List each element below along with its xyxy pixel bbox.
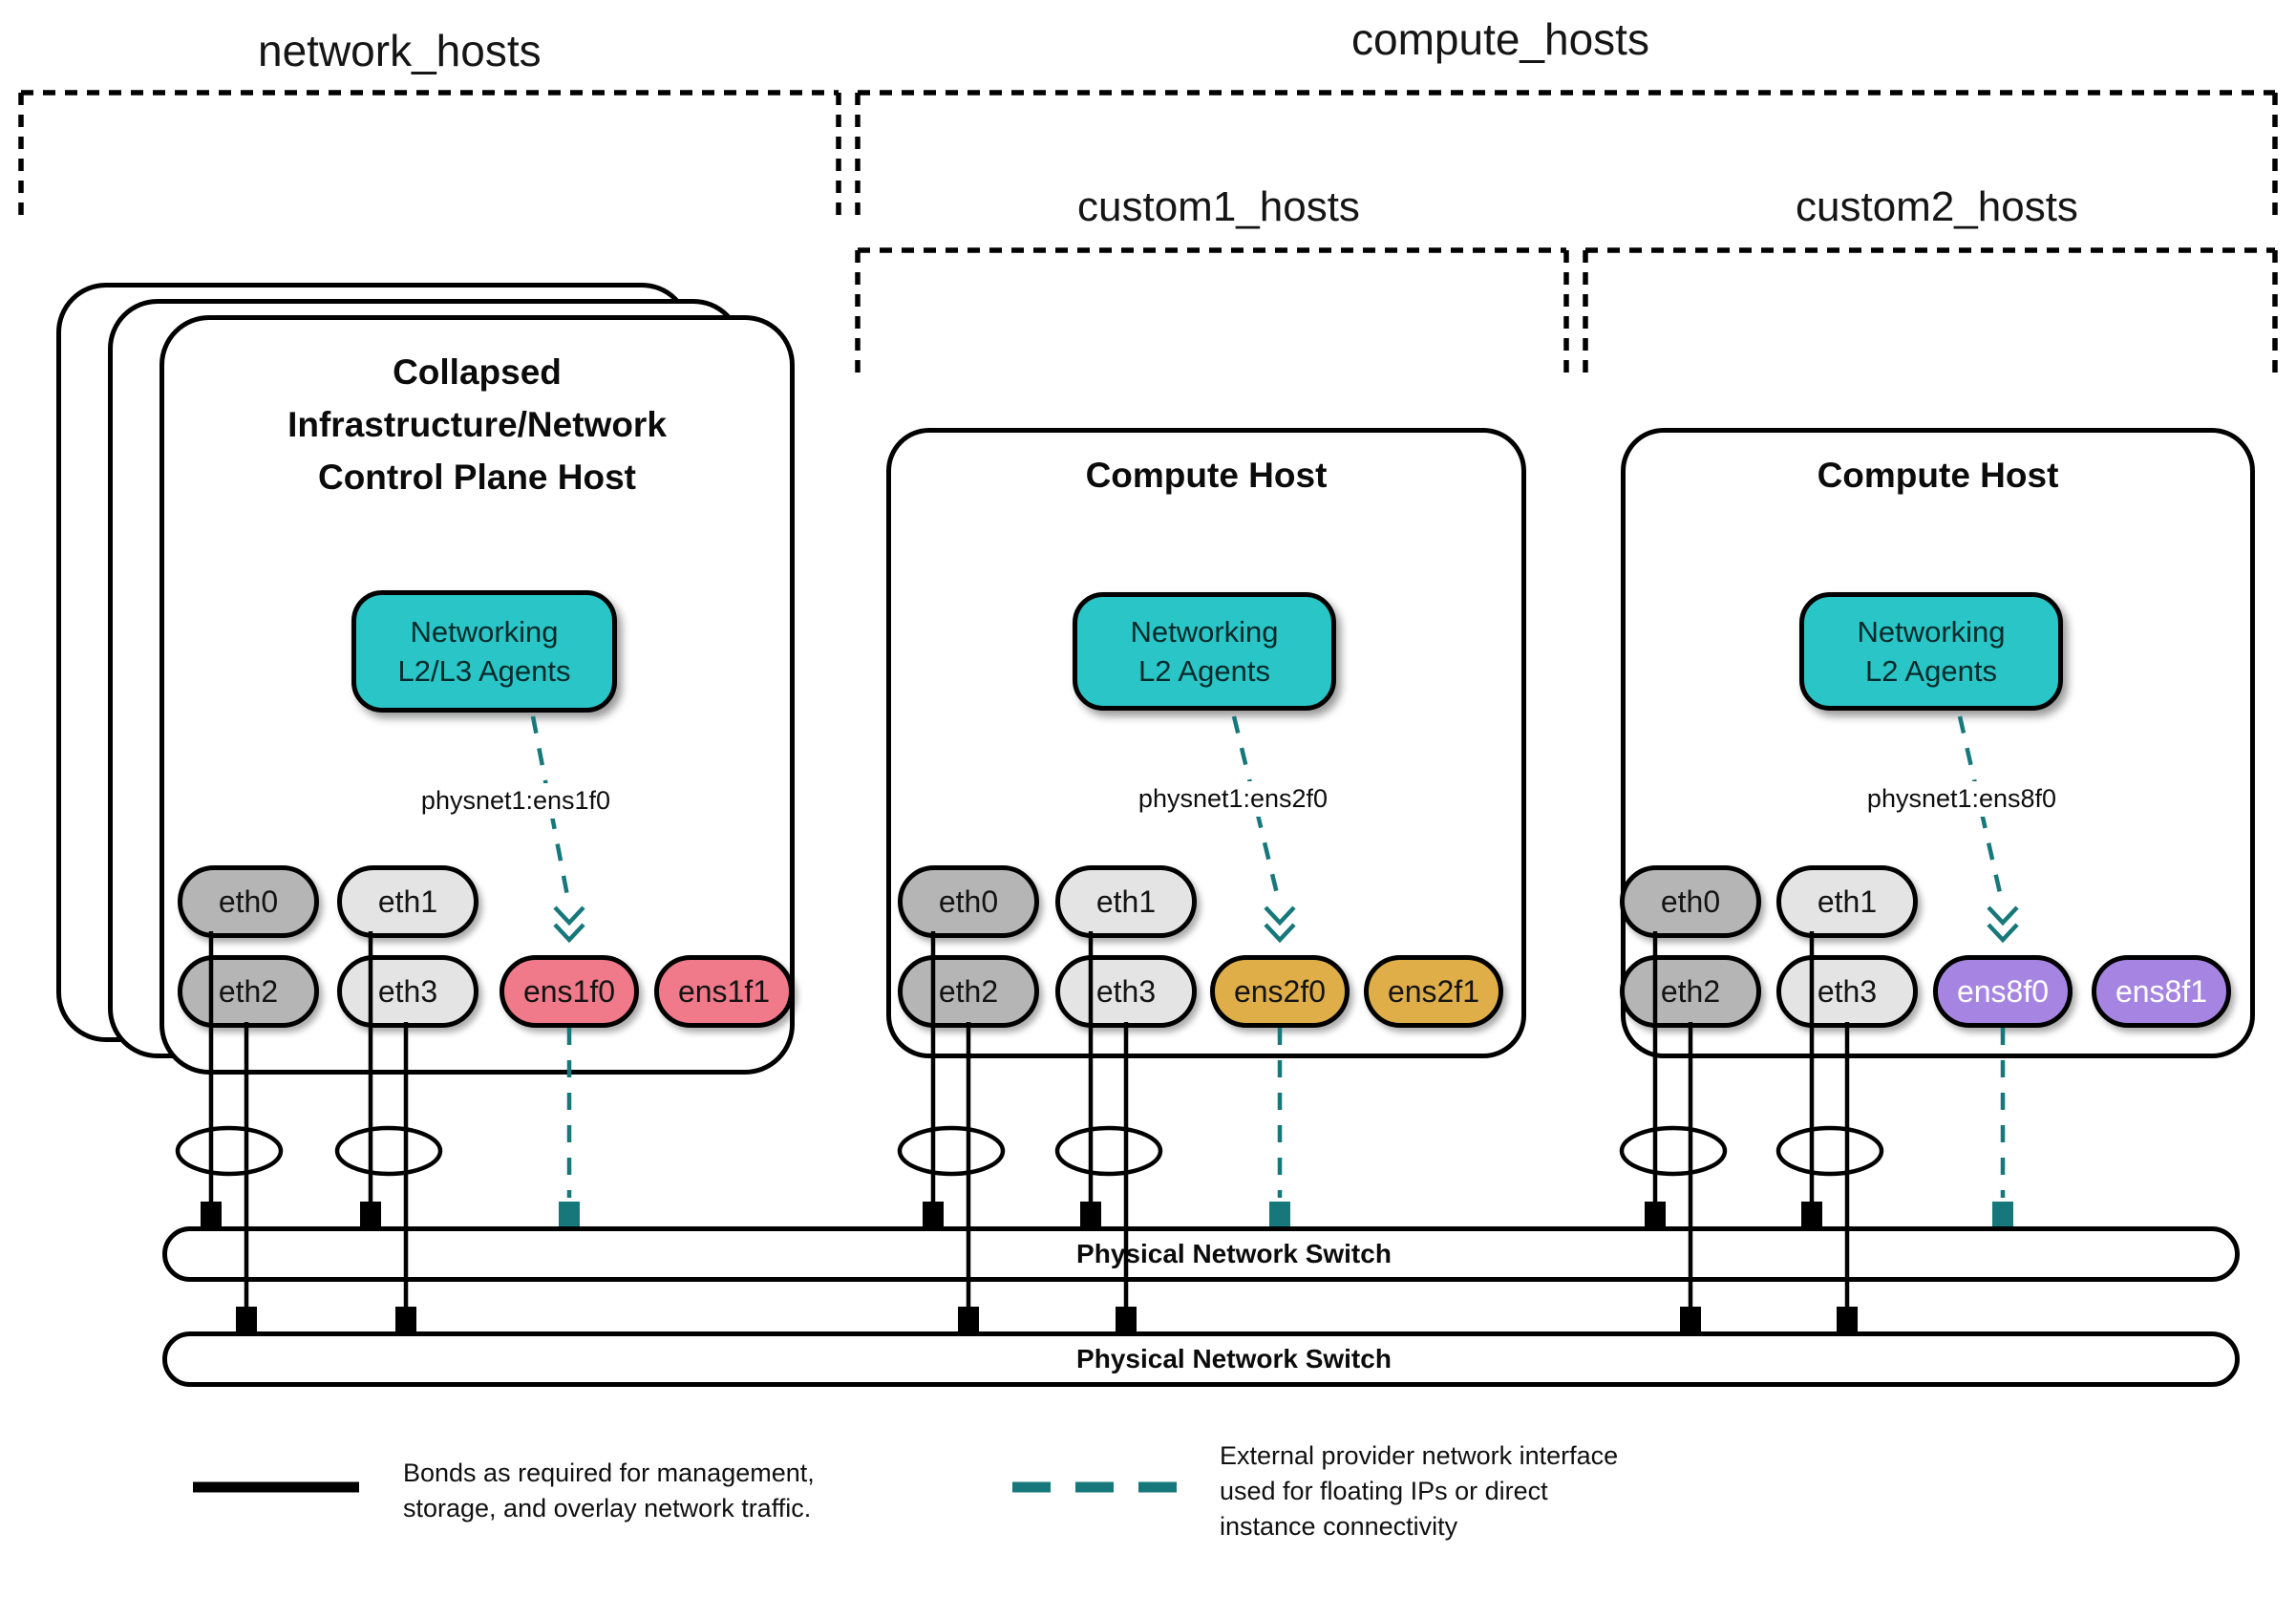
compute1-nic-eth2: eth2 <box>898 955 1039 1028</box>
bond-ellipse <box>897 1125 1006 1177</box>
switch1-connector <box>1801 1202 1822 1226</box>
physical-switch1-label: Physical Network Switch <box>1076 1239 1392 1268</box>
compute2-nic-ens8f0: ens8f0 <box>1933 955 2073 1028</box>
compute2-nic-eth0: eth0 <box>1620 865 1761 938</box>
control-nic-eth0: eth0 <box>178 865 319 938</box>
compute1-nic-ens2f1: ens2f1 <box>1364 955 1503 1028</box>
bond-ellipse <box>334 1125 443 1177</box>
legend-provider-line1: External provider network interface <box>1220 1441 1619 1470</box>
compute2-physnet-label: physnet1:ens8f0 <box>1804 781 2119 817</box>
bond-ellipse <box>1054 1125 1163 1177</box>
compute-host1-title: Compute Host <box>1085 456 1328 495</box>
physical-switch2-label: Physical Network Switch <box>1076 1344 1392 1373</box>
switch2-connector <box>1680 1307 1701 1331</box>
switch2-connector <box>395 1307 416 1331</box>
control-nic-eth1: eth1 <box>337 865 478 938</box>
switch1-provider-connector <box>1992 1202 2013 1226</box>
agent-line2: L2 Agents <box>1138 654 1270 688</box>
network-hosts-bracket <box>18 90 841 218</box>
control-host-title-line1: Collapsed <box>393 352 562 392</box>
legend-bond-line1: Bonds as required for management, <box>403 1459 815 1487</box>
compute-host1-box <box>886 428 1526 1058</box>
compute-host2-box <box>1621 428 2255 1058</box>
compute2-nic-eth1: eth1 <box>1776 865 1918 938</box>
compute-host1-networking-agents-box: Networking L2 Agents <box>1073 592 1336 711</box>
switch2-connector <box>958 1307 979 1331</box>
agent-line2: L2/L3 Agents <box>397 654 571 688</box>
control-host-title-line3: Control Plane Host <box>317 458 637 497</box>
compute2-nic-eth2: eth2 <box>1620 955 1761 1028</box>
agent-line1: Networking <box>410 615 559 649</box>
legend-bond-text: Bonds as required for management, storag… <box>403 1456 815 1526</box>
control-host-title-line2: Infrastructure/Network <box>287 405 667 444</box>
switch2-connector <box>1116 1307 1137 1331</box>
switch1-provider-connector <box>1269 1202 1290 1226</box>
switch2-connector <box>1837 1307 1858 1331</box>
group-label-network-hosts: network_hosts <box>258 26 542 75</box>
control-host-title: Collapsed Infrastructure/Network Control… <box>159 346 795 503</box>
custom2-hosts-bracket <box>1583 247 2278 374</box>
control-nic-eth3: eth3 <box>337 955 478 1028</box>
legend-provider-text: External provider network interface used… <box>1220 1438 1618 1544</box>
switch1-connector <box>1080 1202 1101 1226</box>
legend-provider-line3: instance connectivity <box>1220 1512 1458 1541</box>
switch1-connector <box>360 1202 381 1226</box>
compute1-nic-eth0: eth0 <box>898 865 1039 938</box>
control-nic-ens1f0: ens1f0 <box>500 955 639 1028</box>
switch1-provider-connector <box>559 1202 580 1226</box>
switch1-connector <box>923 1202 944 1226</box>
bond-ellipse <box>1775 1125 1884 1177</box>
agent-line2: L2 Agents <box>1865 654 1997 688</box>
control-nic-eth2: eth2 <box>178 955 319 1028</box>
control-physnet-label: physnet1:ens1f0 <box>358 783 673 819</box>
compute-host2-networking-agents-box: Networking L2 Agents <box>1799 592 2063 711</box>
custom1-hosts-bracket <box>855 247 1569 374</box>
group-label-compute-hosts: compute_hosts <box>1351 14 1649 64</box>
switch1-connector <box>201 1202 222 1226</box>
switch2-connector <box>236 1307 257 1331</box>
group-label-custom2-hosts: custom2_hosts <box>1796 183 2078 230</box>
agent-line1: Networking <box>1130 615 1279 649</box>
compute-host2-title: Compute Host <box>1817 456 2059 495</box>
compute1-nic-ens2f0: ens2f0 <box>1210 955 1350 1028</box>
legend-bond-line2: storage, and overlay network traffic. <box>403 1494 812 1522</box>
physical-switch1-bar <box>162 1226 2240 1282</box>
compute2-nic-ens8f1: ens8f1 <box>2092 955 2231 1028</box>
compute1-physnet-label: physnet1:ens2f0 <box>1075 781 1391 817</box>
group-label-custom1-hosts: custom1_hosts <box>1077 183 1360 230</box>
compute1-nic-eth1: eth1 <box>1055 865 1197 938</box>
bond-ellipse <box>1619 1125 1728 1177</box>
physical-switch2-bar <box>162 1331 2240 1387</box>
control-host-networking-agents-box: Networking L2/L3 Agents <box>351 590 617 713</box>
compute2-nic-eth3: eth3 <box>1776 955 1918 1028</box>
compute1-nic-eth3: eth3 <box>1055 955 1197 1028</box>
control-nic-ens1f1: ens1f1 <box>654 955 794 1028</box>
agent-line1: Networking <box>1857 615 2006 649</box>
legend-provider-line2: used for floating IPs or direct <box>1220 1477 1548 1505</box>
bond-ellipse <box>175 1125 284 1177</box>
switch1-connector <box>1645 1202 1666 1226</box>
